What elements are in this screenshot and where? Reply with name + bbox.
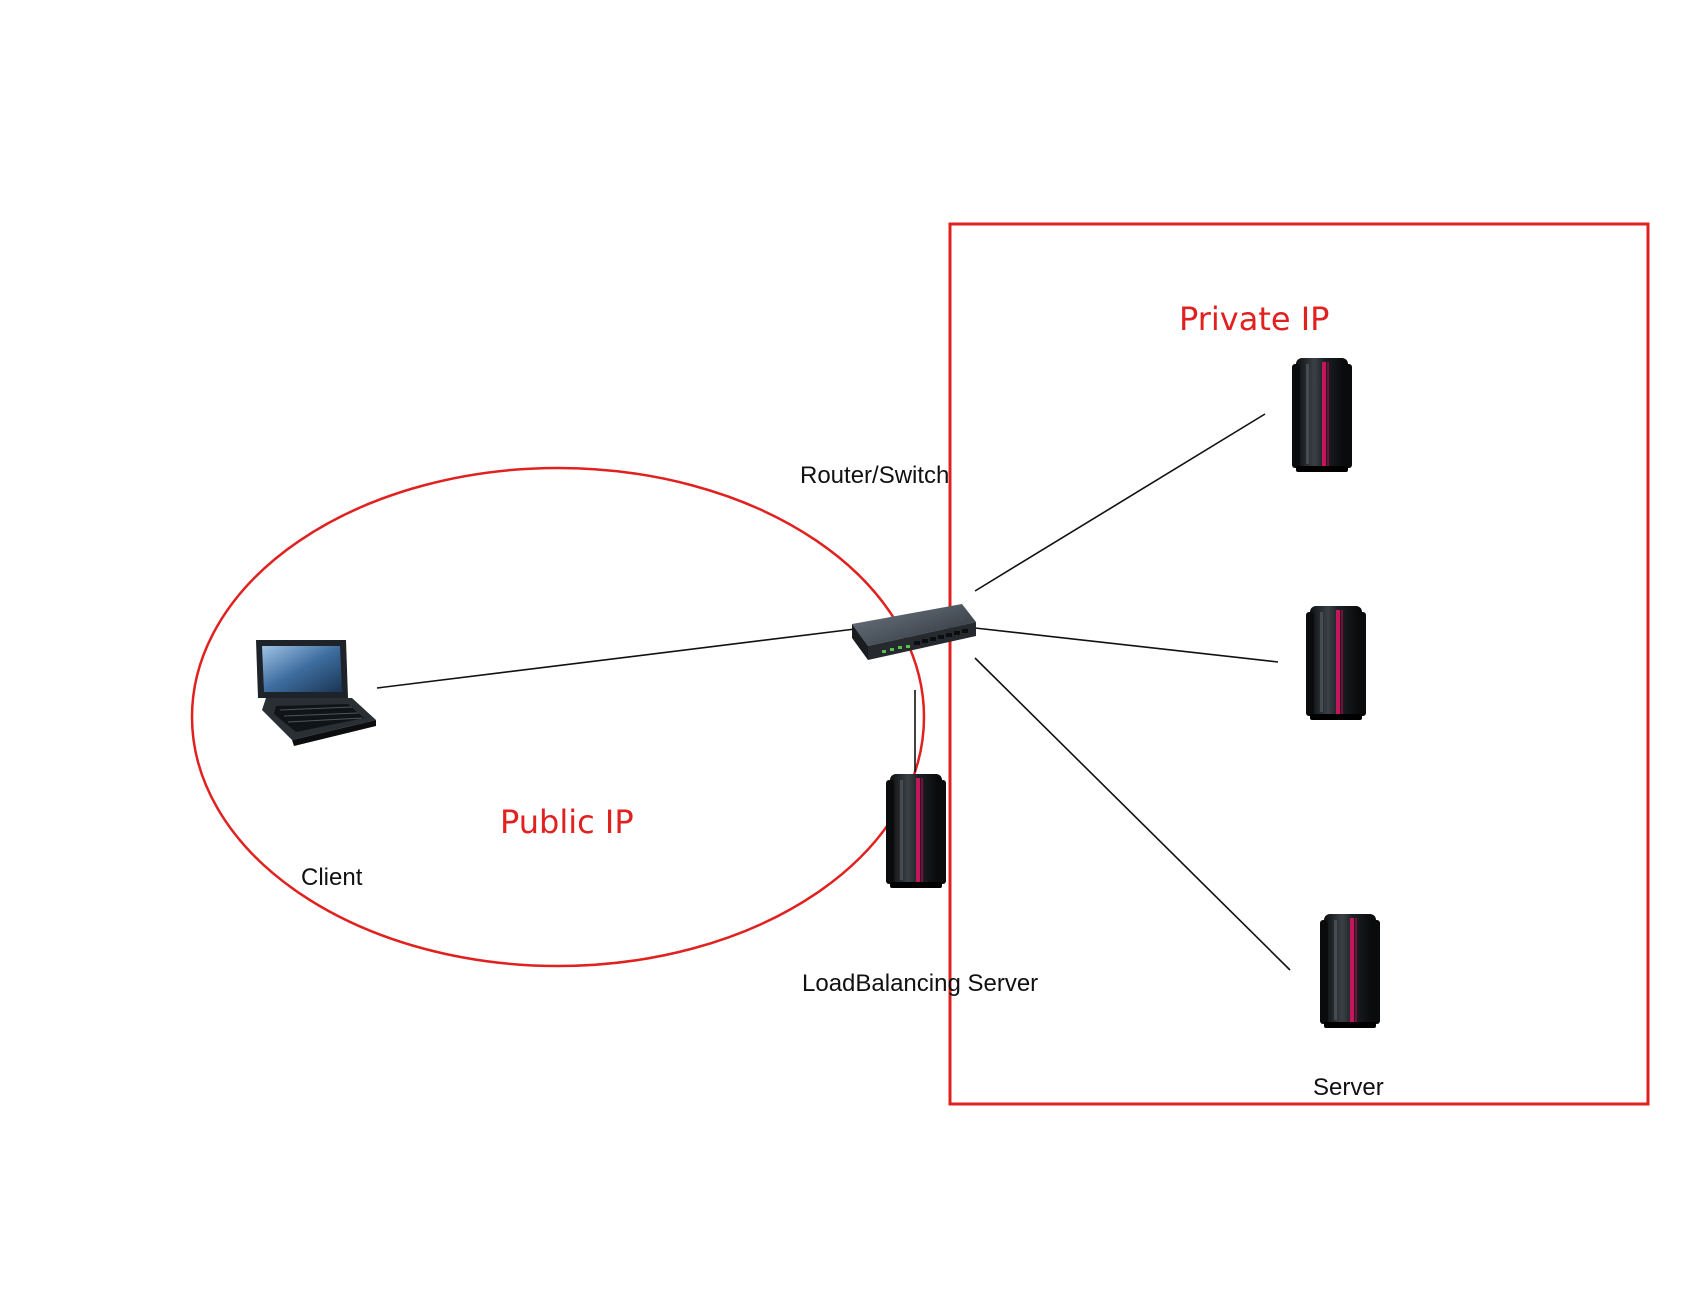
server-icon-1 bbox=[1292, 358, 1352, 472]
private-ip-zone bbox=[948, 222, 1650, 1106]
link-router-server-2 bbox=[974, 627, 1279, 663]
link-router-server-1 bbox=[974, 413, 1266, 592]
link-router-server-3 bbox=[974, 657, 1291, 971]
server-icon-2 bbox=[1306, 606, 1366, 720]
lb-server-label: LoadBalancing Server bbox=[802, 970, 1039, 997]
public-ip-zone-border bbox=[190, 466, 926, 968]
client-label: Client bbox=[301, 864, 363, 891]
router-label: Router/Switch bbox=[800, 462, 950, 489]
server-icon-3 bbox=[1320, 914, 1380, 1028]
public-ip-label: Public IP bbox=[500, 803, 634, 841]
network-switch-icon bbox=[852, 604, 976, 660]
lb-server-icon bbox=[886, 774, 946, 888]
server-label: Server bbox=[1313, 1074, 1384, 1101]
private-ip-label: Private IP bbox=[1179, 300, 1330, 338]
links bbox=[376, 413, 1291, 971]
link-client-router bbox=[376, 628, 856, 689]
public-ip-zone bbox=[190, 466, 926, 968]
private-ip-zone-border bbox=[948, 222, 1650, 1106]
laptop-icon bbox=[256, 640, 376, 746]
